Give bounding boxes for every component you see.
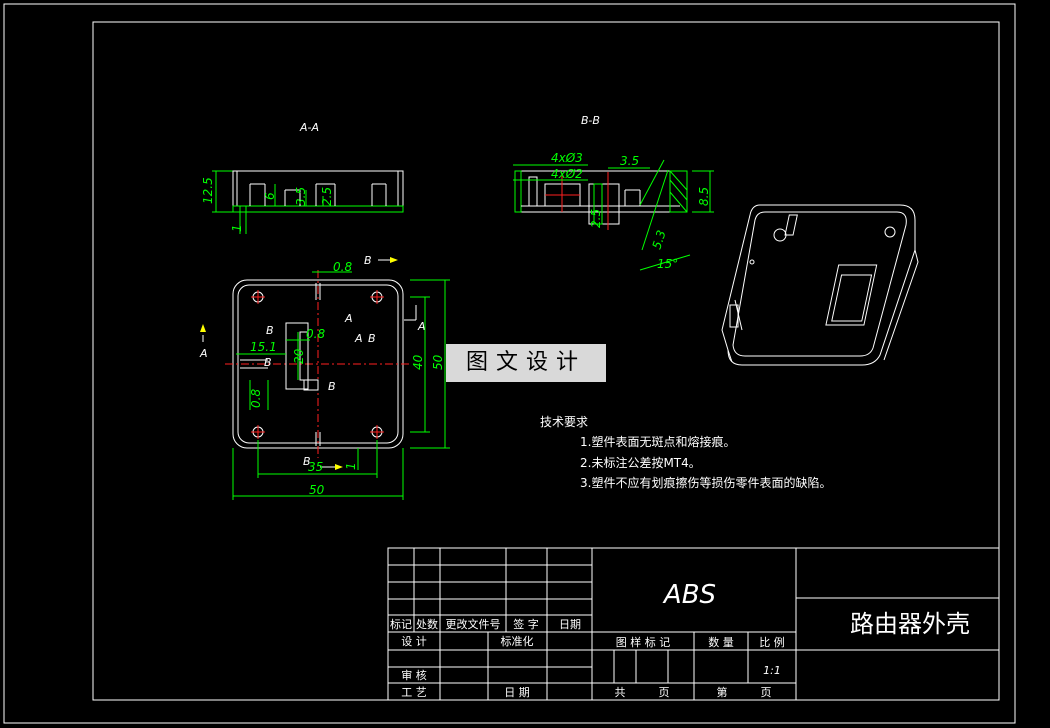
plan-dim-0-8-top: 0.8 bbox=[333, 260, 352, 274]
aa-dim-wall: 1 bbox=[230, 224, 244, 232]
section-bb-label: B-B bbox=[581, 114, 600, 127]
tb-sheet: 第 bbox=[717, 685, 728, 699]
tb-total: 共 bbox=[615, 686, 626, 699]
tech-req-title: 技术要求 bbox=[540, 415, 588, 429]
aa-dim-2-5: 2.5 bbox=[320, 187, 334, 206]
isometric-view bbox=[721, 204, 919, 366]
bb-dim-5-3: 5.3 bbox=[650, 228, 669, 250]
tech-req-item-2: 2.未标注公差按MT4。 bbox=[580, 455, 701, 470]
cut-a-inner2-label: A bbox=[354, 332, 363, 345]
cut-b-mid-label: B bbox=[328, 380, 336, 393]
outer-frame bbox=[3, 3, 1016, 724]
aa-dim-6: 6 bbox=[263, 192, 277, 200]
tb-drawing-mark: 图 样 标 记 bbox=[616, 635, 671, 649]
plan-dim-1: 1 bbox=[344, 462, 358, 470]
section-aa-view: A-A 12.5 1 6 3.5 2.5 bbox=[201, 121, 404, 234]
cut-a-inner-label: A bbox=[344, 312, 353, 325]
plan-dim-50-right: 50 bbox=[431, 354, 445, 370]
cut-b-left-label: B bbox=[266, 324, 274, 337]
cut-a-right-label: A bbox=[417, 320, 426, 333]
tech-requirements: 技术要求 1.塑件表面无斑点和熔接痕。 2.未标注公差按MT4。 3.塑件不应有… bbox=[540, 415, 831, 490]
bb-dim-holes-3: 4xØ3 bbox=[551, 151, 583, 165]
aa-dim-3-5: 3.5 bbox=[294, 187, 308, 206]
tb-standard: 标准化 bbox=[501, 634, 534, 648]
tb-scale: 1:1 bbox=[763, 664, 781, 677]
watermark-logo: 图文设计 bbox=[446, 344, 606, 382]
plan-dim-0-8-left: 0.8 bbox=[249, 389, 263, 408]
section-aa-label: A-A bbox=[299, 121, 319, 134]
aa-dim-height: 12.5 bbox=[201, 177, 215, 204]
tb-design: 设 计 bbox=[401, 635, 427, 648]
plan-dim-50-bottom: 50 bbox=[309, 483, 325, 497]
cut-a-left-label: A bbox=[199, 347, 208, 360]
bb-dim-holes-2: 4xØ2 bbox=[551, 167, 583, 181]
tb-review: 审 核 bbox=[401, 668, 427, 682]
part-name-text: 路由器外壳 bbox=[850, 610, 970, 638]
cut-b-top-label: B bbox=[364, 254, 372, 267]
tech-req-item-1: 1.塑件表面无斑点和熔接痕。 bbox=[580, 434, 735, 449]
cut-b-lower-label: B bbox=[264, 356, 272, 369]
cut-b-right-label: B bbox=[368, 332, 376, 345]
tb-page2: 页 bbox=[761, 686, 772, 699]
bb-dim-8-5: 8.5 bbox=[697, 187, 711, 206]
bb-dim-3-5: 3.5 bbox=[620, 154, 639, 168]
material-text: ABS bbox=[662, 580, 716, 610]
plan-dim-0-8-mid: 0.8 bbox=[306, 327, 325, 341]
section-bb-view: B-B 4xØ3 4xØ2 3.5 8.5 5.3 2.5 15° bbox=[513, 114, 714, 271]
plan-view: A A B B B B B B A A 0.8 0.8 bbox=[199, 254, 450, 500]
plan-dim-15-1: 15.1 bbox=[250, 340, 277, 354]
plan-dim-40: 40 bbox=[411, 354, 425, 370]
tb-col-date: 日期 bbox=[559, 618, 581, 631]
bb-dim-2-5: 2.5 bbox=[589, 209, 603, 228]
tb-page: 页 bbox=[659, 686, 670, 699]
tb-quantity: 数 量 bbox=[708, 636, 734, 649]
tb-col-count: 处数 bbox=[416, 618, 438, 631]
tb-col-doc: 更改文件号 bbox=[446, 617, 501, 631]
bb-dim-angle: 15° bbox=[657, 257, 678, 271]
cut-b-bottom-label: B bbox=[303, 455, 311, 468]
tech-req-item-3: 3.塑件不应有划痕擦伤等损伤零件表面的缺陷。 bbox=[580, 475, 831, 490]
tb-col-sign: 签 字 bbox=[513, 617, 539, 631]
plan-dim-20: 20 bbox=[292, 348, 306, 364]
plan-dim-35: 35 bbox=[308, 460, 323, 474]
tb-col-mark: 标记 bbox=[390, 617, 412, 631]
tb-scale-label: 比 例 bbox=[759, 635, 785, 649]
tb-process: 工 艺 bbox=[401, 686, 427, 699]
tb-date: 日 期 bbox=[504, 686, 530, 699]
title-block: ABS 路由器外壳 标记 处数 更改文件号 签 字 日期 设 计 标准化 图 样… bbox=[387, 547, 1000, 701]
